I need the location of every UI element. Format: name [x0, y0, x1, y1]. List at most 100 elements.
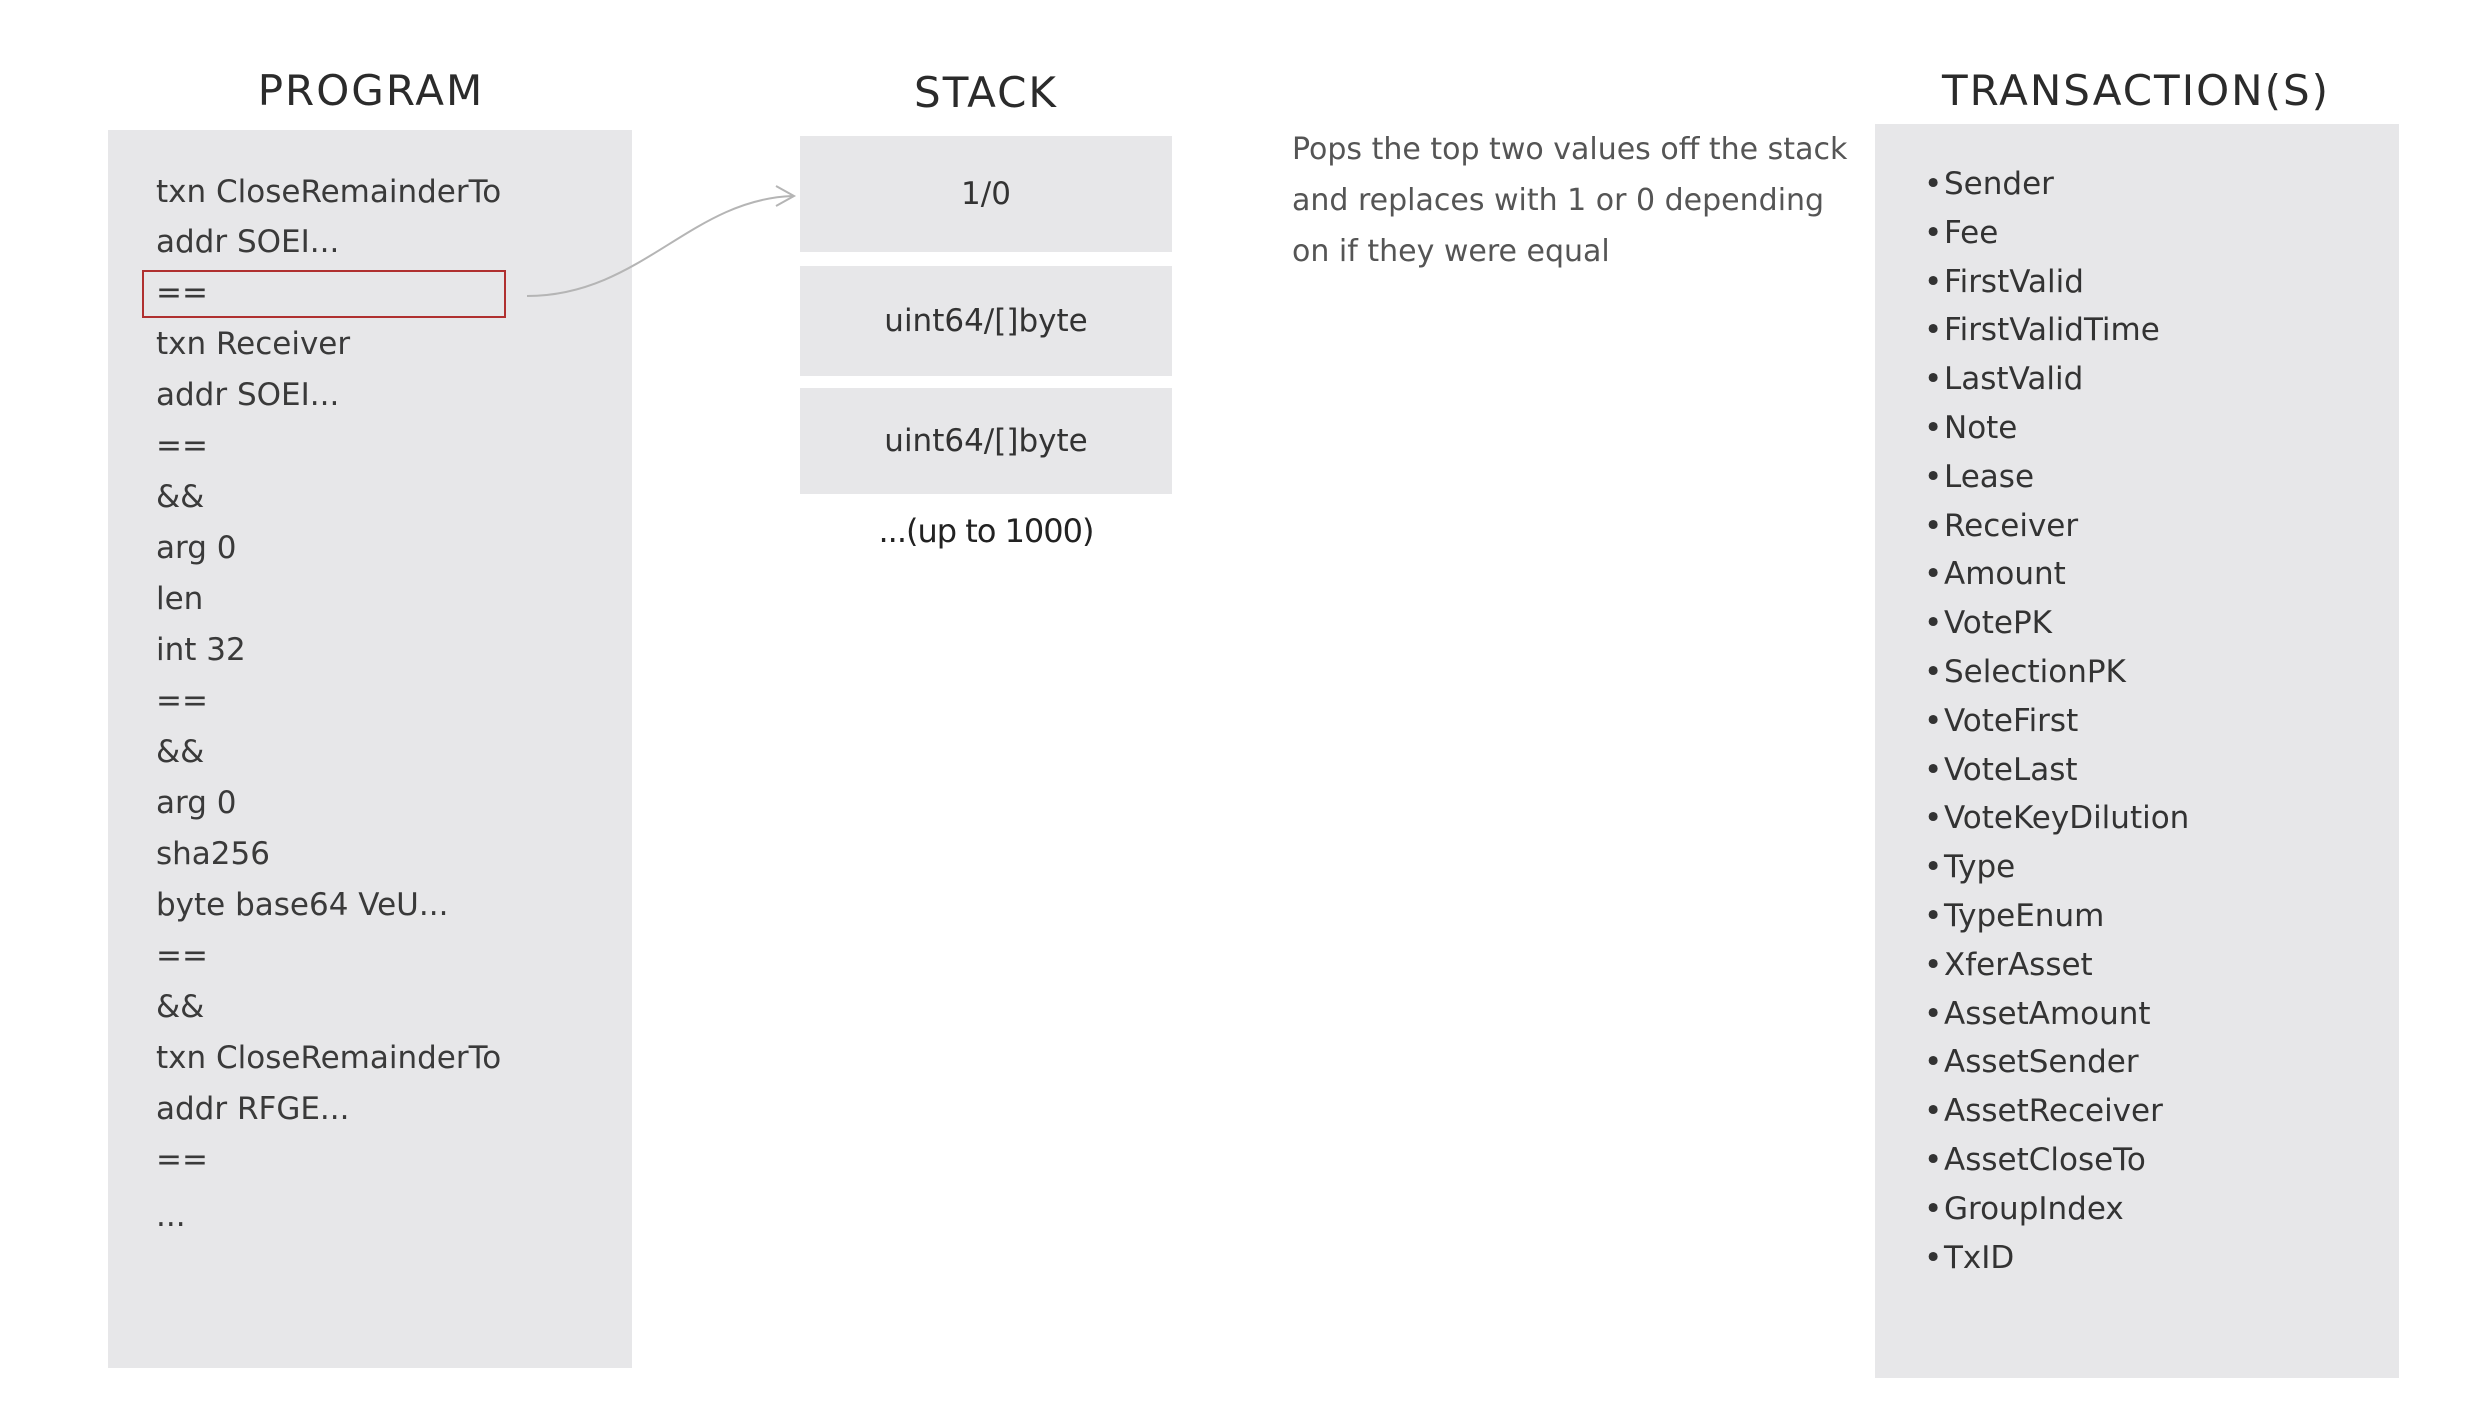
bullet-icon: • [1924, 1044, 1943, 1081]
transaction-field-item: •AssetAmount [1924, 996, 2151, 1032]
transaction-field-label: AssetReceiver [1944, 1093, 2163, 1130]
transaction-field-label: FirstValid [1944, 263, 2084, 300]
transaction-field-label: TypeEnum [1944, 898, 2105, 934]
transaction-field-label: VoteFirst [1944, 702, 2079, 739]
transaction-field-label: Receiver [1944, 507, 2079, 544]
opcode-description: Pops the top two values off the stack an… [1292, 132, 1848, 269]
transaction-field-item: •Sender [1924, 166, 2054, 202]
bullet-icon: • [1924, 654, 1943, 690]
transactions-heading: TRANSACTION(S) [1942, 66, 2330, 115]
bullet-icon: • [1924, 605, 1943, 642]
transaction-field-label: SelectionPK [1944, 654, 2126, 690]
transaction-field-item: •Receiver [1924, 508, 2078, 544]
bullet-icon: • [1924, 1142, 1943, 1178]
program-line: sha256 [156, 836, 270, 872]
bullet-icon: • [1924, 166, 1943, 202]
stack-item: uint64/[]byte [800, 388, 1172, 494]
transaction-field-item: •VoteLast [1924, 752, 2078, 788]
transaction-field-label: Sender [1944, 166, 2054, 202]
stack-item: uint64/[]byte [800, 266, 1172, 376]
bullet-icon: • [1924, 312, 1943, 349]
bullet-icon: • [1924, 507, 1943, 544]
transaction-field-item: •Type [1924, 849, 2015, 885]
bullet-icon: • [1924, 410, 1943, 446]
bullet-icon: • [1924, 263, 1943, 300]
bullet-icon: • [1924, 995, 1943, 1032]
program-line: arg 0 [156, 785, 237, 821]
program-line: int 32 [156, 632, 246, 668]
program-heading: PROGRAM [257, 66, 485, 115]
transaction-field-label: Lease [1944, 458, 2035, 495]
transaction-field-item: •SelectionPK [1924, 654, 2126, 690]
transaction-field-label: VoteLast [1944, 751, 2078, 788]
program-line: == [156, 1142, 208, 1178]
transaction-field-label: TxID [1944, 1239, 2015, 1276]
transaction-field-item: •XferAsset [1924, 947, 2093, 983]
transaction-field-label: AssetSender [1944, 1044, 2139, 1081]
program-line: byte base64 VeU... [156, 887, 449, 923]
bullet-icon: • [1924, 1093, 1943, 1130]
transaction-field-item: •VotePK [1924, 605, 2052, 641]
transaction-field-item: •Fee [1924, 215, 1998, 251]
program-line: txn CloseRemainderTo [156, 1040, 502, 1076]
program-line: ... [156, 1198, 186, 1234]
program-line: txn CloseRemainderTo [156, 174, 502, 210]
transaction-field-label: FirstValidTime [1944, 312, 2160, 349]
transaction-field-label: GroupIndex [1944, 1190, 2124, 1227]
transaction-field-item: •Amount [1924, 556, 2066, 592]
bullet-icon: • [1924, 556, 1943, 593]
program-line: && [156, 989, 205, 1025]
transaction-field-item: •TypeEnum [1924, 898, 2104, 934]
stack-capacity-note: ...(up to 1000) [878, 512, 1095, 550]
transaction-field-item: •AssetCloseTo [1924, 1142, 2146, 1178]
program-line: == [156, 428, 208, 464]
transaction-field-item: •FirstValidTime [1924, 312, 2160, 348]
transaction-field-label: XferAsset [1944, 946, 2093, 983]
program-line: addr SOEI... [156, 377, 340, 413]
transaction-field-item: •Lease [1924, 459, 2034, 495]
transaction-field-item: •VoteKeyDilution [1924, 800, 2189, 836]
transaction-field-label: Amount [1944, 556, 2066, 593]
transaction-field-label: Fee [1944, 214, 1999, 251]
transaction-field-item: •TxID [1924, 1240, 2014, 1276]
transaction-field-item: •GroupIndex [1924, 1191, 2124, 1227]
program-line: len [156, 581, 204, 617]
transaction-field-item: •VoteFirst [1924, 703, 2078, 739]
transaction-field-label: Note [1944, 410, 2018, 446]
bullet-icon: • [1924, 458, 1943, 495]
bullet-icon: • [1924, 702, 1943, 739]
bullet-icon: • [1924, 946, 1943, 983]
transaction-field-label: AssetAmount [1944, 995, 2151, 1032]
transaction-panel [1875, 124, 2399, 1378]
transaction-field-label: AssetCloseTo [1944, 1142, 2146, 1178]
transaction-field-item: •AssetReceiver [1924, 1093, 2163, 1129]
transaction-field-label: Type [1944, 849, 2016, 886]
current-instruction-highlight [142, 270, 506, 318]
program-panel [108, 130, 632, 1368]
transaction-field-label: VoteKeyDilution [1944, 800, 2190, 837]
transaction-field-item: •LastValid [1924, 361, 2083, 397]
bullet-icon: • [1924, 361, 1943, 398]
program-line-current: == [156, 275, 208, 311]
transaction-field-item: •FirstValid [1924, 264, 2084, 300]
program-line: == [156, 683, 208, 719]
bullet-icon: • [1924, 1239, 1943, 1276]
program-line: addr SOEI... [156, 224, 340, 260]
bullet-icon: • [1924, 898, 1943, 934]
program-line: txn Receiver [156, 326, 351, 362]
program-line: && [156, 479, 205, 515]
transaction-field-item: •AssetSender [1924, 1044, 2139, 1080]
stack-item-top: 1/0 [800, 136, 1172, 252]
bullet-icon: • [1924, 1190, 1943, 1227]
bullet-icon: • [1924, 849, 1943, 886]
transaction-field-label: VotePK [1944, 605, 2053, 642]
bullet-icon: • [1924, 214, 1943, 251]
bullet-icon: • [1924, 751, 1943, 788]
stack-heading: STACK [914, 68, 1058, 117]
program-line: == [156, 938, 208, 974]
program-line: arg 0 [156, 530, 237, 566]
program-line: addr RFGE... [156, 1091, 350, 1127]
program-line: && [156, 734, 205, 770]
transaction-field-label: LastValid [1944, 361, 2084, 398]
